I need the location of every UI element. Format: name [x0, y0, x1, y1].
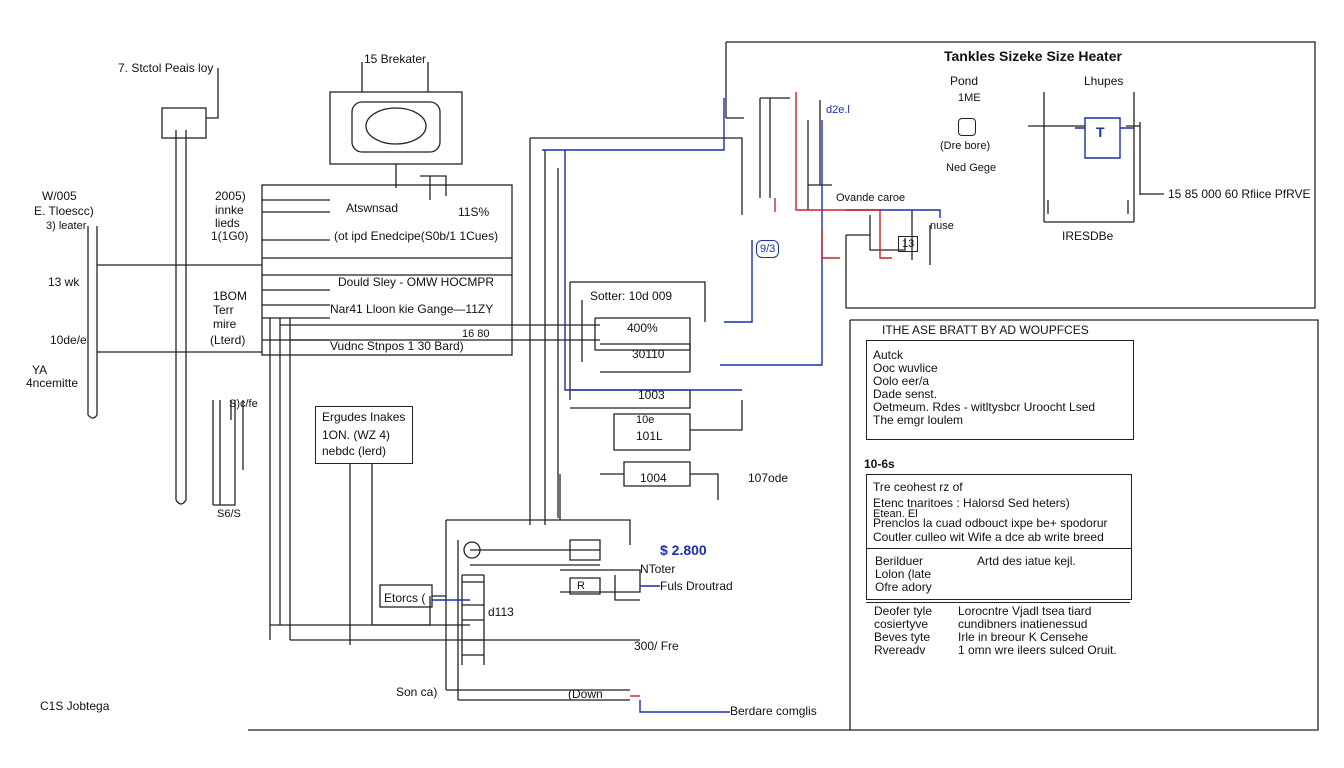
- panel-label-1: 2005): [215, 189, 246, 203]
- ovande-label: Ovande caroe: [836, 192, 906, 204]
- info-box-3-left-3: Ofre adory: [875, 580, 932, 594]
- left-label-a2: E. Tloescc): [34, 204, 94, 218]
- info-box-1-line-5: Oetmeum. Rdes - witltysbcr Uroocht Lsed: [873, 400, 1096, 414]
- panel-row-2: (ot ipd Enedcipe(S0b/1 1Cues): [334, 229, 499, 243]
- info-box-2-line-4: Prenclos la cuad odbouct ixpe be+ spodor…: [873, 516, 1108, 530]
- info-box-2-line-3: Etean. El: [873, 508, 918, 520]
- spec-row-4-label: Rvereadv: [874, 643, 926, 657]
- spec-row-2-value: cundibners inatienessud: [958, 617, 1088, 631]
- box-4-top-label: 10e: [636, 414, 655, 426]
- box-5-label: 1004: [640, 471, 667, 485]
- tank-letter: T: [1096, 124, 1105, 140]
- ned-gege-label: Ned Gege: [946, 162, 997, 174]
- panel-label-4: 1(1G0): [211, 229, 249, 243]
- left-label-top: 7. Stctol Peais loy: [118, 61, 214, 75]
- down-label: (Down: [568, 687, 603, 701]
- pond-sub-label: 1ME: [958, 92, 981, 104]
- panel-row-1: Atswnsad: [346, 201, 399, 215]
- info-box-1-line-6: The emgr loulem: [873, 413, 964, 427]
- left-label-bottom: C1S Jobtega: [40, 699, 110, 713]
- panel-label-5: 1BOM: [213, 289, 248, 303]
- panel-label-2: innke: [215, 203, 244, 217]
- lhupes-label: Lhupes: [1084, 74, 1124, 88]
- panel-row-5b: 16 80: [462, 328, 490, 340]
- info-box-3-left-2: Lolon (late: [875, 567, 932, 581]
- breaker-label: 15 Brekater: [364, 52, 427, 66]
- box-3-label: 1003: [638, 388, 665, 402]
- panel-row-1b: 11S%: [458, 205, 490, 219]
- info-box-1-line-3: Oolo eer/a: [873, 374, 930, 388]
- equipment-line-1: Ergudes Inakes: [322, 410, 406, 424]
- sonca-label: Son ca): [396, 685, 438, 699]
- gauge-13-label: 13: [898, 236, 919, 252]
- spec-table: Deofer tyle Lorocntre Vjadl tsea tiard c…: [866, 602, 1130, 667]
- panel-row-5: Vudnc Stnpos 1 30 Bard): [330, 339, 464, 353]
- rs-label: S)c/fe: [229, 398, 258, 410]
- spec-row-3-label: Beves tyte: [874, 630, 931, 644]
- info-box-1-line-1: Autck: [873, 348, 904, 362]
- box-4-label: 101L: [636, 429, 663, 443]
- etorcs-label: Etorcs (: [384, 591, 426, 605]
- left-label-d2: 4ncemitte: [26, 376, 79, 390]
- box-2-label: 30110: [632, 347, 665, 361]
- equipment-line-2: 1ON. (WZ 4): [322, 428, 390, 442]
- info-box-3: Berilduer Lolon (late Ofre adory Artd de…: [866, 548, 1132, 600]
- equipment-box: Ergudes Inakes 1ON. (WZ 4) nebdc (lerd): [315, 406, 413, 464]
- pond-label: Pond: [950, 74, 979, 88]
- panel-row-4: Nar41 Lloon kie Gange—11ZY: [330, 302, 494, 316]
- spec-row-2-label: cosiertyve: [874, 617, 929, 631]
- info-box-2-line-2: Etenc tnaritoes : Halorsd Sed heters): [873, 496, 1070, 510]
- spec-row-4-value: 1 omn wre ileers sulced Oruit.: [958, 643, 1117, 657]
- top-panel-title: Tankles Sizeke Size Heater: [944, 48, 1122, 64]
- s300-label: 300/ Fre: [634, 639, 679, 653]
- iresbe-label: IRESDBe: [1062, 229, 1114, 243]
- info-box-3-right: Artd des iatue kejl.: [977, 554, 1076, 568]
- left-label-c: 10de/e: [50, 333, 87, 347]
- sotter-label: Sotter: 10d 009: [590, 289, 673, 303]
- d2-label: d2e.l: [826, 104, 850, 116]
- ntoter-label: NToter: [640, 562, 676, 576]
- equipment-line-3: nebdc (lerd): [322, 444, 387, 458]
- panel-label-8: (Lterd): [210, 333, 246, 347]
- right-panel-heading: ITHE ASE BRATT BY AD WOUPFCES: [882, 323, 1089, 337]
- pond-meter-icon: [958, 118, 976, 136]
- spec-row-1-label: Deofer tyle: [874, 604, 933, 618]
- d113-label: d113: [488, 605, 514, 619]
- spec-row-3-value: Irle in breour K Censehe: [958, 630, 1089, 644]
- panel-label-7: mire: [213, 317, 237, 331]
- left-label-b: 13 wk: [48, 275, 80, 289]
- bottom-right-label: Berdare comglis: [730, 704, 817, 718]
- info-box-2: Tre ceohest rz of Etenc tnaritoes : Halo…: [866, 474, 1132, 550]
- fuls-label: Fuls Droutrad: [660, 579, 733, 593]
- left-label-a1: W/005: [42, 189, 77, 203]
- info-box-2-line-1: Tre ceohest rz of: [873, 480, 963, 494]
- panel-label-6: Terr: [213, 303, 234, 317]
- info-box-3-left-1: Berilduer: [875, 554, 924, 568]
- s-label: S6/S: [217, 508, 241, 520]
- nuse-label: nuse: [930, 220, 954, 232]
- info-box-1-line-4: Dade senst.: [873, 387, 938, 401]
- info-box-2-line-5: Coutler culleo wit Wife a dce ab write b…: [873, 530, 1104, 544]
- panel-row-3: Dould Sley - OMW HOCMPR: [338, 275, 495, 289]
- pond-note-label: (Dre bore): [940, 140, 991, 152]
- section-label: 10-6s: [864, 457, 895, 471]
- rfiice-label: 15 85 000 60 Rfiice PfRVE: [1168, 187, 1311, 201]
- price-label: $ 2.800: [660, 542, 707, 558]
- box-1-label: 400%: [627, 321, 658, 335]
- info-box-1: Autck Ooc wuvlice Oolo eer/a Dade senst.…: [866, 340, 1134, 440]
- left-label-a3: 3) leater: [46, 220, 87, 232]
- spec-row-1-value: Lorocntre Vjadl tsea tiard: [958, 604, 1092, 618]
- left-label-d1: YA: [32, 363, 48, 377]
- valve-9-3-label: 9/3: [756, 240, 780, 258]
- r-label: R: [577, 580, 585, 592]
- info-box-1-line-2: Ooc wuvlice: [873, 361, 938, 375]
- panel-label-3: lieds: [215, 216, 240, 230]
- right-label-107ode: 107ode: [748, 471, 789, 485]
